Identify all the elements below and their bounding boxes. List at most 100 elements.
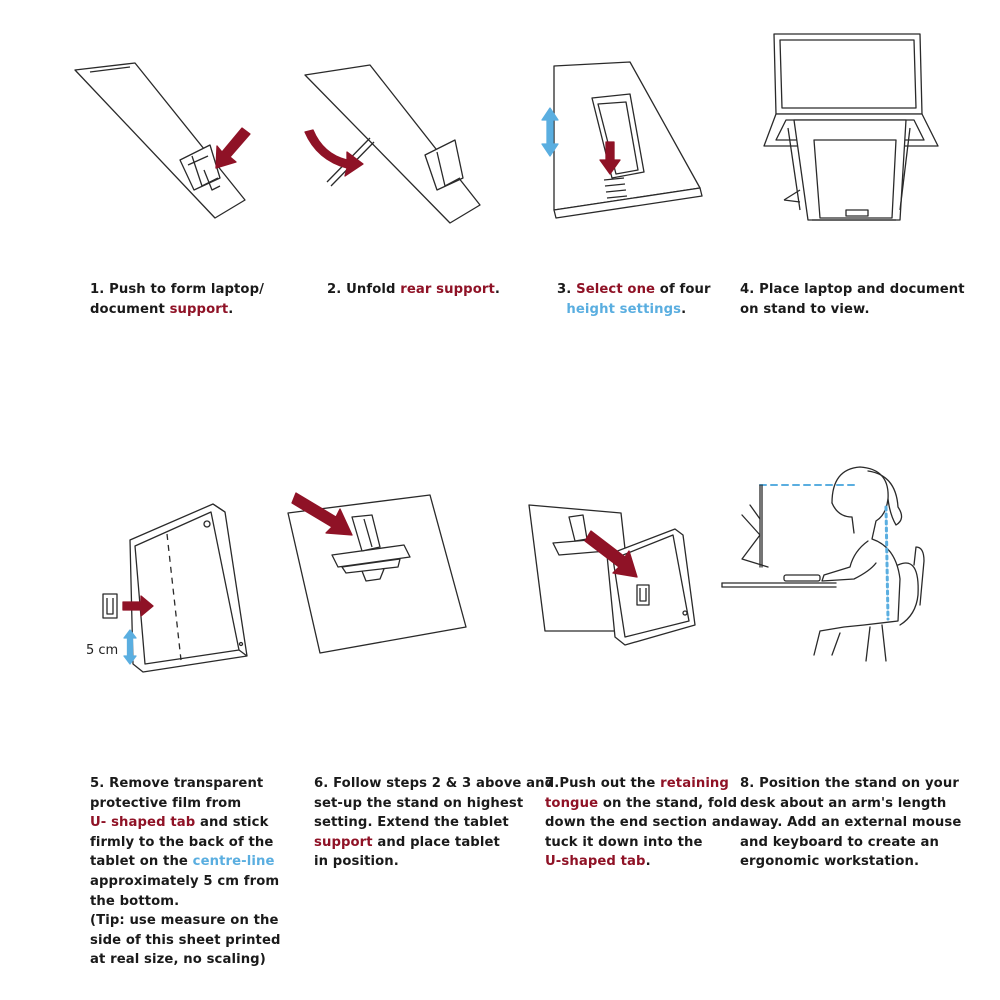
step-line: 3. Select one of four	[557, 280, 711, 300]
step-text: .	[494, 282, 500, 297]
step-text: Place laptop and document	[754, 282, 965, 297]
step-line: at real size, no scaling)	[90, 950, 281, 970]
highlight-text: tongue	[545, 795, 599, 811]
step-line: (Tip: use measure on the	[90, 911, 281, 931]
step-line: away. Add an external mouse	[740, 813, 961, 833]
step-number: 5.	[90, 776, 105, 791]
updown-arrow-icon	[123, 629, 137, 665]
step-text: .	[228, 301, 234, 317]
highlight-text: rear support	[400, 282, 495, 297]
step-text: tablet on the	[90, 854, 193, 870]
step-7-text: 7.Push out the retaining tongue on the st…	[545, 774, 740, 872]
measure-label: 5 cm	[86, 643, 119, 658]
arrow-icon	[215, 127, 251, 169]
step-text: tuck it down into the	[545, 834, 703, 850]
step-text: and place tablet	[372, 834, 500, 850]
illustration-step-3	[540, 60, 720, 220]
step-line: 2. Unfold rear support.	[327, 280, 500, 300]
step-line: 1. Push to form laptop/	[90, 280, 264, 300]
step-text: Follow steps 2 & 3 above and	[328, 776, 555, 791]
step-line: support and place tablet	[314, 833, 554, 853]
step-line: document support.	[90, 300, 264, 320]
step-text: (Tip: use measure on the	[90, 913, 279, 929]
step-line: protective film from	[90, 794, 281, 814]
step-text: at real size, no scaling)	[90, 952, 266, 968]
step-text: setting. Extend the tablet	[314, 815, 509, 831]
updown-arrow-icon	[541, 107, 559, 157]
highlight-text: Select one	[576, 282, 656, 297]
arrow-icon	[291, 492, 353, 536]
step-line: 5. Remove transparent	[90, 774, 281, 794]
step-line: U- shaped tab and stick	[90, 813, 281, 833]
step-text: Push out the	[559, 776, 661, 791]
step-4-text: 4. Place laptop and document on stand to …	[740, 280, 965, 319]
right-arrow-icon	[122, 595, 154, 617]
arrow-icon	[584, 530, 638, 578]
step-text: away. Add an external mouse	[740, 815, 962, 831]
step-text: Push to form laptop/	[104, 282, 265, 297]
step-line: tongue on the stand, fold	[545, 794, 740, 814]
step-text: on the stand, fold	[598, 795, 738, 811]
step-text	[557, 302, 566, 317]
step-text: side of this sheet printed	[90, 932, 281, 948]
step-line: ergonomic workstation.	[740, 852, 961, 872]
step-2-text: 2. Unfold rear support.	[327, 280, 500, 300]
step-text: ergonomic workstation.	[740, 854, 920, 870]
step-line: U-shaped tab.	[545, 852, 740, 872]
step-text: and keyboard to create an	[740, 834, 939, 850]
step-text: Position the stand on your	[754, 776, 959, 791]
step-text: document	[90, 301, 170, 317]
highlight-text: U- shaped tab	[90, 815, 196, 831]
highlight-text: support	[314, 834, 373, 850]
step-text: of four	[655, 282, 711, 297]
step-text: protective film from	[90, 795, 242, 811]
step-1-text: 1. Push to form laptop/document support.	[90, 280, 264, 319]
highlight-text: height settings	[566, 301, 682, 317]
highlight-text: retaining	[660, 776, 729, 791]
step-text: Remove transparent	[104, 776, 264, 791]
highlight-text: centre-line	[192, 854, 275, 870]
step-line: down the end section and	[545, 813, 740, 833]
step-text: Unfold	[341, 282, 401, 297]
step-6-text: 6. Follow steps 2 & 3 above and set-up th…	[314, 774, 554, 872]
step-number: 7.	[545, 776, 560, 791]
illustration-step-1	[70, 60, 260, 230]
step-text: down the end section and	[545, 815, 740, 831]
highlight-text: U-shaped tab	[545, 854, 646, 870]
step-line: on stand to view.	[740, 300, 965, 320]
step-line: and keyboard to create an	[740, 833, 961, 853]
step-number: 3.	[557, 282, 572, 297]
step-number: 1.	[90, 282, 105, 297]
step-text: in position.	[314, 854, 399, 870]
step-text: approximately 5 cm from	[90, 873, 280, 889]
step-line: approximately 5 cm from	[90, 872, 281, 892]
step-line: 8. Position the stand on your	[740, 774, 961, 794]
illustration-step-7	[525, 495, 705, 646]
step-line: tuck it down into the	[545, 833, 740, 853]
illustration-step-8	[720, 455, 930, 665]
highlight-text: support	[169, 301, 229, 317]
step-text: firmly to the back of the	[90, 834, 274, 850]
step-line: desk about an arm's length	[740, 794, 961, 814]
step-line: setting. Extend the tablet	[314, 813, 554, 833]
step-line: in position.	[314, 852, 554, 872]
step-line: height settings.	[557, 300, 711, 320]
step-line: firmly to the back of the	[90, 833, 281, 853]
step-line: the bottom.	[90, 892, 281, 912]
illustration-step-2	[295, 60, 495, 230]
step-3-text: 3. Select one of four height settings.	[557, 280, 711, 319]
step-number: 2.	[327, 282, 342, 297]
step-number: 8.	[740, 776, 755, 791]
step-text: set-up the stand on highest	[314, 795, 524, 811]
illustration-step-6	[280, 485, 480, 655]
step-text: on stand to view.	[740, 301, 870, 317]
step-number: 6.	[314, 776, 329, 791]
illustration-step-4	[760, 30, 940, 230]
step-line: set-up the stand on highest	[314, 794, 554, 814]
step-text: the bottom.	[90, 893, 180, 909]
step-number: 4.	[740, 282, 755, 297]
step-line: side of this sheet printed	[90, 931, 281, 951]
down-arrow-icon	[599, 141, 621, 175]
step-text: .	[681, 301, 687, 317]
